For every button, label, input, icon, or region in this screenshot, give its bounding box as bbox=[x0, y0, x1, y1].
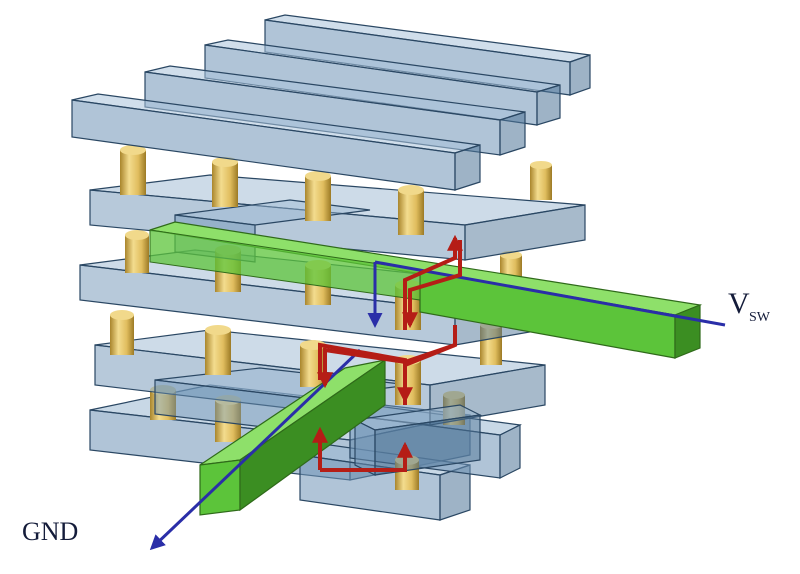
bar-l2-3 bbox=[353, 404, 482, 476]
vsw-line bbox=[374, 260, 726, 327]
pillar bbox=[205, 325, 231, 375]
bar-top-2 bbox=[144, 65, 526, 156]
pillar bbox=[125, 230, 149, 273]
pillar bbox=[398, 185, 424, 235]
vsw-label: V SW bbox=[728, 287, 771, 325]
pillar bbox=[530, 161, 552, 200]
vsw-label-sub: SW bbox=[749, 310, 771, 325]
pillar bbox=[120, 145, 146, 195]
pillar bbox=[305, 171, 331, 221]
pillar bbox=[212, 157, 238, 207]
gnd-label: GND bbox=[22, 517, 78, 546]
green-wordline-vsw bbox=[149, 221, 703, 359]
top-layer-bars bbox=[71, 14, 591, 191]
pillar bbox=[110, 310, 134, 355]
vsw-label-main: V bbox=[728, 287, 750, 320]
red-sneak-paths bbox=[312, 234, 463, 472]
bar-top-1 bbox=[71, 93, 481, 191]
top-pillars bbox=[120, 145, 552, 235]
